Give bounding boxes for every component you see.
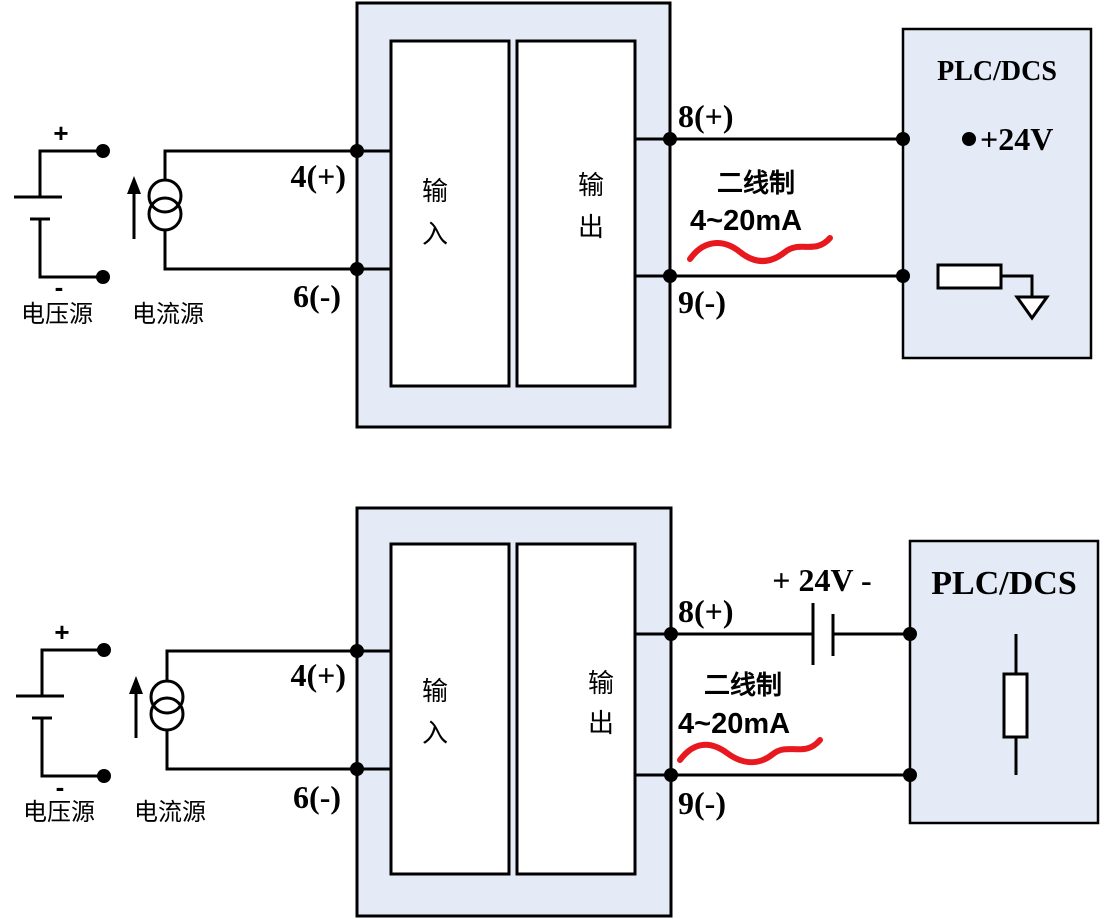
input-label-2: 入 [422,719,448,749]
output-block [515,39,637,388]
terminal-4-label: 4(+) [290,657,346,693]
current-range-label: 4~20mA [678,708,790,740]
output-label-1: 输 [588,669,614,699]
diagram-bottom: 输 入 输 出 + - 电压源 电流源 4(+ [16,506,1100,918]
current-source-icon [149,679,185,715]
signal-wave-icon [687,235,833,264]
current-source-label: 电流源 [132,300,204,328]
voltage-source-bottom: + - 电压源 [16,617,111,826]
supply-label: +24V [980,121,1053,157]
terminal-dot [97,769,111,783]
terminal-dot [96,144,110,158]
terminal-6-dot [350,762,364,776]
voltage-source-label: 电压源 [23,798,95,826]
input-block [389,542,511,876]
terminal-8-label: 8(+) [678,593,734,629]
terminal-4-dot [350,144,364,158]
output-label-2: 出 [578,213,604,243]
terminal-4-dot [350,644,364,658]
voltage-source-top: + - 电压源 [14,118,110,328]
terminal-8-dot [664,627,678,641]
external-supply-label: + 24V - [772,562,871,598]
minus-sign: - [55,272,64,302]
supply-terminal-dot [962,132,976,146]
current-source-top: 电流源 [127,149,357,328]
plus-sign: + [53,118,68,148]
plc-dcs-title: PLC/DCS [931,565,1076,602]
terminal-8-dot [663,132,677,146]
diagram-top: 输 入 输 出 + - 电压源 电流源 [14,1,1093,429]
terminal-4-label: 4(+) [290,158,346,194]
loop-type-label: 二线制 [704,671,782,701]
input-label-2: 入 [422,220,448,250]
terminal-9-dot [664,768,678,782]
minus-sign: - [56,772,65,802]
terminal-9-dot [663,269,677,283]
plus-sign: + [54,617,69,647]
terminal-dot [97,643,111,657]
load-resistor-icon [1002,672,1029,739]
plc-dcs-title: PLC/DCS [937,56,1057,87]
loop-type-label: 二线制 [717,169,795,199]
ground-icon [1014,295,1050,321]
terminal-6-dot [350,262,364,276]
current-range-label: 4~20mA [690,205,802,237]
terminal-9-label: 9(-) [678,785,726,821]
output-label-1: 输 [578,171,604,201]
terminal-6-label: 6(-) [293,278,341,314]
current-source-label: 电流源 [134,798,206,826]
terminal-9-label: 9(-) [678,284,726,320]
input-label-1: 输 [422,677,448,707]
terminal-8-label: 8(+) [678,98,734,134]
current-source-icon [147,178,183,214]
current-source-bottom: 电流源 [129,649,357,826]
input-label-1: 输 [422,177,448,207]
input-block [389,39,511,388]
output-label-2: 出 [588,709,614,739]
voltage-source-label: 电压源 [21,300,93,328]
terminal-6-label: 6(-) [293,779,341,815]
output-block [515,542,637,876]
signal-wave-icon [677,737,823,766]
load-resistor-icon [936,263,1003,290]
plc-dcs-box [901,27,1093,360]
terminal-dot [96,270,110,284]
